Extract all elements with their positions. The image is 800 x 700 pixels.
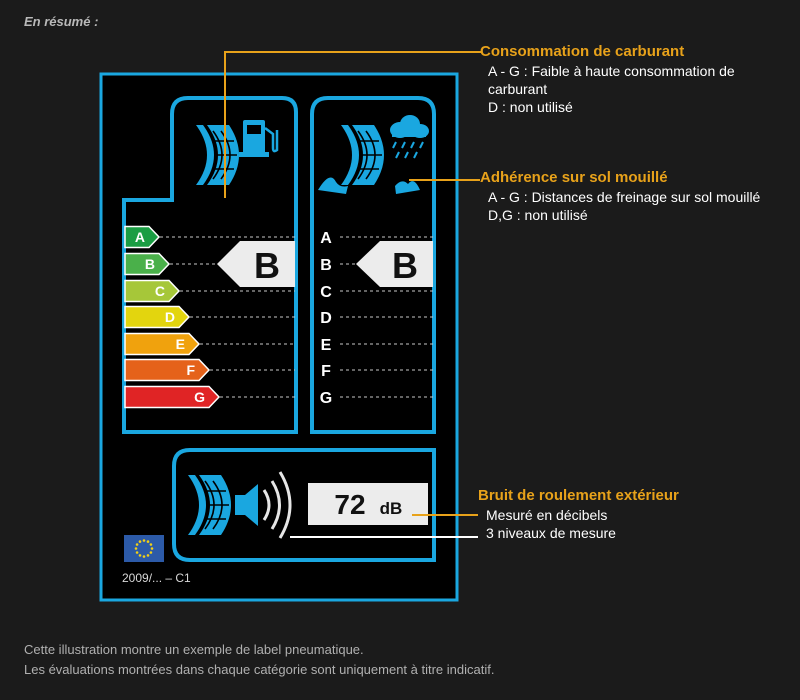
wet-callout-desc1: A - G : Distances de freinage sur sol mo… — [488, 189, 761, 205]
wet-grade-letter-g: G — [320, 390, 332, 407]
fuel-callout-desc1: A - G : Faible à haute consommation de c… — [488, 63, 735, 97]
noise-callout-title: Bruit de roulement extérieur — [478, 487, 679, 504]
noise-panel — [172, 448, 436, 562]
callout-lines — [224, 51, 482, 516]
wet-callout-title: Adhérence sur sol mouillé — [480, 169, 668, 186]
footer-line-1: Cette illustration montre un exemple de … — [24, 642, 364, 657]
fuel-dashed-lines — [160, 236, 295, 398]
fuel-grade-letter-g: G — [194, 389, 205, 405]
noise-callout-desc2: 3 niveaux de mesure — [486, 525, 616, 541]
wet-callout: Adhérence sur sol mouillé A - G : Distan… — [480, 169, 790, 224]
fuel-grade-bar-f — [124, 358, 211, 382]
footer-note: Cette illustration montre un exemple de … — [24, 640, 494, 680]
fuel-grade-bar-g — [124, 385, 221, 409]
eu-flag-icon — [124, 535, 164, 562]
footer-line-2: Les évaluations montrées dans chaque cat… — [24, 662, 495, 677]
fuel-pump-icon — [239, 120, 279, 157]
label-reference: 2009/... – C1 — [122, 571, 191, 585]
speaker-icon — [235, 471, 292, 539]
fuel-grade-bar-a — [124, 225, 161, 249]
fuel-callout-title: Consommation de carburant — [480, 43, 685, 60]
fuel-rating-arrow: B — [217, 241, 295, 287]
wet-grade-letter-e: E — [321, 337, 332, 354]
wet-grade-letter-d: D — [320, 310, 332, 327]
fuel-grade-bar-b — [124, 252, 171, 276]
wet-grade-letter-c: C — [320, 284, 332, 301]
fuel-callout-desc2: D : non utilisé — [488, 99, 573, 115]
fuel-grade-letter-e: E — [176, 336, 185, 352]
fuel-grade-bar-d — [124, 305, 191, 329]
water-splash-icon — [318, 177, 420, 194]
fuel-grade-bar-c — [124, 279, 181, 303]
noise-unit: dB — [380, 499, 403, 518]
fuel-grade-letter-a: A — [135, 229, 145, 245]
wet-rating-letter: B — [392, 245, 418, 286]
noise-value-box: 72 dB — [308, 483, 428, 525]
fuel-callout: Consommation de carburant A - G : Faible… — [480, 43, 790, 116]
wet-grade-letter-a: A — [320, 230, 332, 247]
wet-dashed-lines — [340, 236, 433, 398]
wet-rating-arrow: B — [356, 241, 433, 287]
section-header: En résumé : — [24, 14, 99, 29]
fuel-rating-letter: B — [254, 245, 280, 286]
wet-callout-desc2: D,G : non utilisé — [488, 207, 588, 223]
wet-grade-letter-b: B — [320, 257, 332, 274]
noise-callout: Bruit de roulement extérieur Mesuré en d… — [478, 487, 788, 542]
fuel-grade-letter-c: C — [155, 283, 165, 299]
fuel-grade-letter-d: D — [165, 309, 175, 325]
fuel-grade-bar-e — [124, 332, 201, 356]
noise-value: 72 — [334, 489, 365, 520]
rain-cloud-icon — [390, 115, 429, 159]
fuel-grade-letter-f: F — [186, 362, 195, 378]
fuel-grade-letter-b: B — [145, 256, 155, 272]
noise-callout-desc1: Mesuré en décibels — [486, 507, 608, 523]
wet-grade-letter-f: F — [321, 363, 331, 380]
